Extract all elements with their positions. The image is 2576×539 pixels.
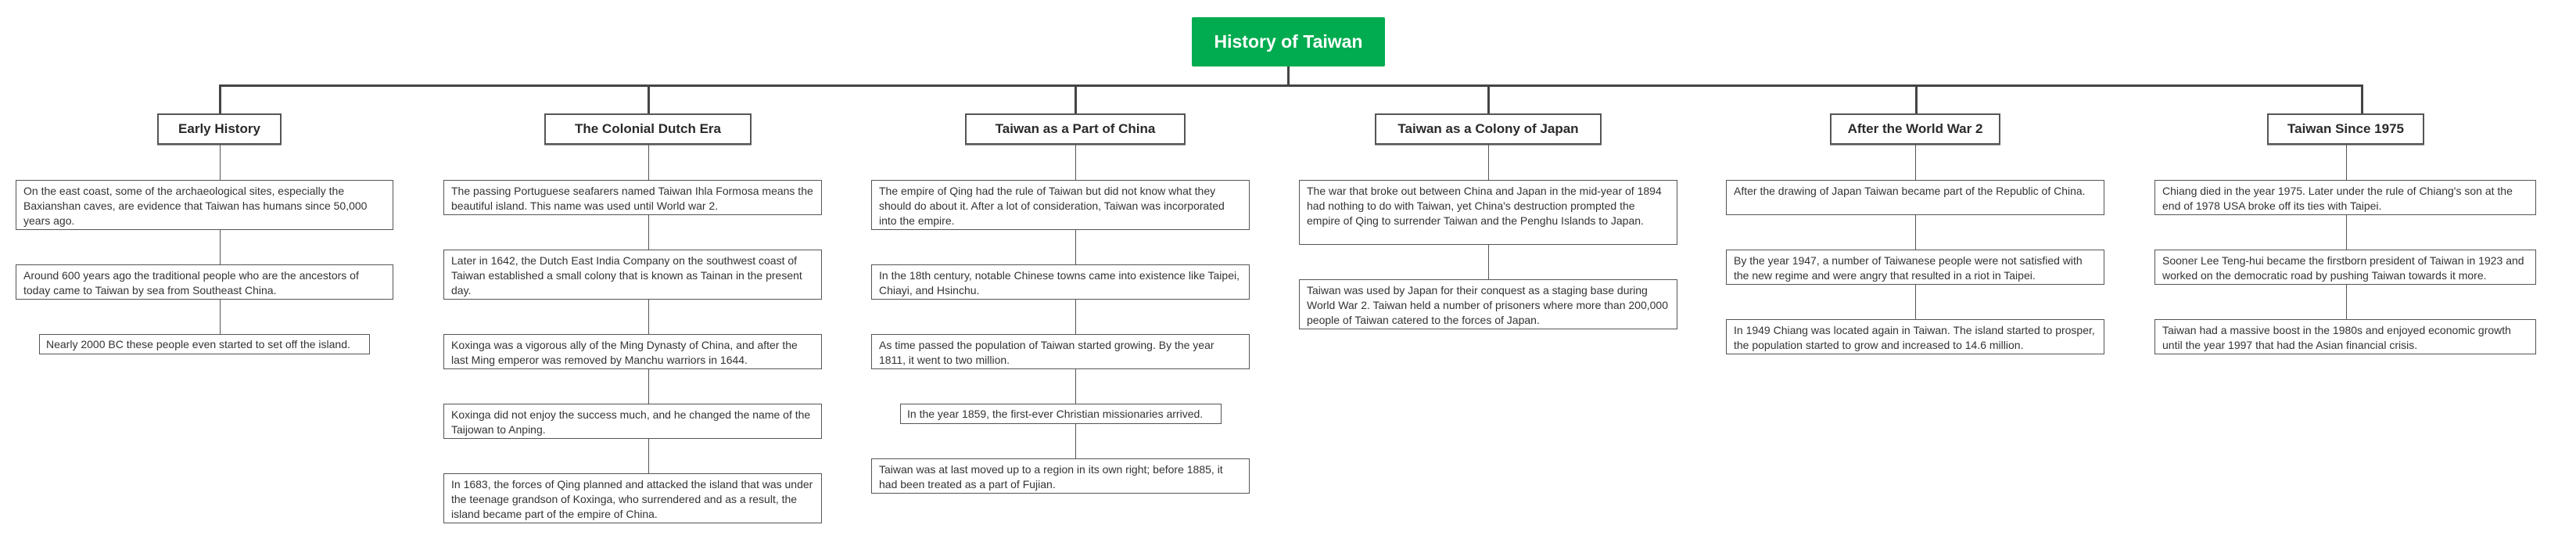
branch-line (2346, 215, 2347, 250)
branch-line (648, 145, 649, 180)
horizontal-bus (219, 84, 2363, 87)
event-node[interactable]: The war that broke out between China and… (1299, 180, 1677, 245)
branch-line (648, 369, 649, 404)
branch-line (1075, 300, 1076, 334)
branch-line (648, 300, 649, 334)
branch-line (648, 439, 649, 473)
branch-line (1915, 285, 1916, 319)
branch-line (1488, 145, 1489, 180)
event-node[interactable]: Later in 1642, the Dutch East India Comp… (443, 250, 822, 300)
category-connector (219, 84, 221, 113)
branch-line (220, 230, 221, 264)
root-connector (1287, 66, 1290, 86)
event-node[interactable]: On the east coast, some of the archaeolo… (16, 180, 393, 230)
event-node[interactable]: In the year 1859, the first-ever Christi… (900, 404, 1222, 424)
event-node[interactable]: Koxinga was a vigorous ally of the Ming … (443, 334, 822, 369)
root-topic[interactable]: History of Taiwan (1192, 17, 1385, 66)
event-node[interactable]: In 1683, the forces of Qing planned and … (443, 473, 822, 523)
category-connector (1487, 84, 1490, 113)
event-node[interactable]: Nearly 2000 BC these people even started… (39, 334, 370, 354)
category-since-1975[interactable]: Taiwan Since 1975 (2267, 113, 2424, 145)
event-node[interactable]: After the drawing of Japan Taiwan became… (1726, 180, 2104, 215)
event-node[interactable]: Around 600 years ago the traditional peo… (16, 264, 393, 300)
event-node[interactable]: The empire of Qing had the rule of Taiwa… (871, 180, 1250, 230)
event-node[interactable]: The passing Portuguese seafarers named T… (443, 180, 822, 215)
branch-line (220, 300, 221, 334)
event-node[interactable]: In the 18th century, notable Chinese tow… (871, 264, 1250, 300)
event-node[interactable]: Koxinga did not enjoy the success much, … (443, 404, 822, 439)
branch-line (2346, 145, 2347, 180)
event-node[interactable]: Sooner Lee Teng-hui became the firstborn… (2154, 250, 2536, 285)
branch-line (2346, 285, 2347, 319)
category-part-of-china[interactable]: Taiwan as a Part of China (965, 113, 1186, 145)
event-node[interactable]: Taiwan was at last moved up to a region … (871, 458, 1250, 494)
category-colonial-dutch-era[interactable]: The Colonial Dutch Era (544, 113, 752, 145)
branch-line (1488, 245, 1489, 279)
branch-line (1915, 145, 1916, 180)
category-connector (1915, 84, 1918, 113)
event-node[interactable]: Taiwan was used by Japan for their conqu… (1299, 279, 1677, 329)
category-connector (1075, 84, 1077, 113)
category-colony-of-japan[interactable]: Taiwan as a Colony of Japan (1375, 113, 1602, 145)
branch-line (1075, 424, 1076, 458)
branch-line (220, 145, 221, 180)
category-connector (648, 84, 650, 113)
event-node[interactable]: By the year 1947, a number of Taiwanese … (1726, 250, 2104, 285)
category-connector (2361, 84, 2363, 113)
branch-line (1915, 215, 1916, 250)
branch-line (648, 215, 649, 250)
branch-line (1075, 145, 1076, 180)
category-early-history[interactable]: Early History (157, 113, 282, 145)
category-after-world-war-2[interactable]: After the World War 2 (1830, 113, 2000, 145)
branch-line (1075, 369, 1076, 404)
event-node[interactable]: Chiang died in the year 1975. Later unde… (2154, 180, 2536, 215)
event-node[interactable]: Taiwan had a massive boost in the 1980s … (2154, 319, 2536, 354)
event-node[interactable]: In 1949 Chiang was located again in Taiw… (1726, 319, 2104, 354)
event-node[interactable]: As time passed the population of Taiwan … (871, 334, 1250, 369)
branch-line (1075, 230, 1076, 264)
